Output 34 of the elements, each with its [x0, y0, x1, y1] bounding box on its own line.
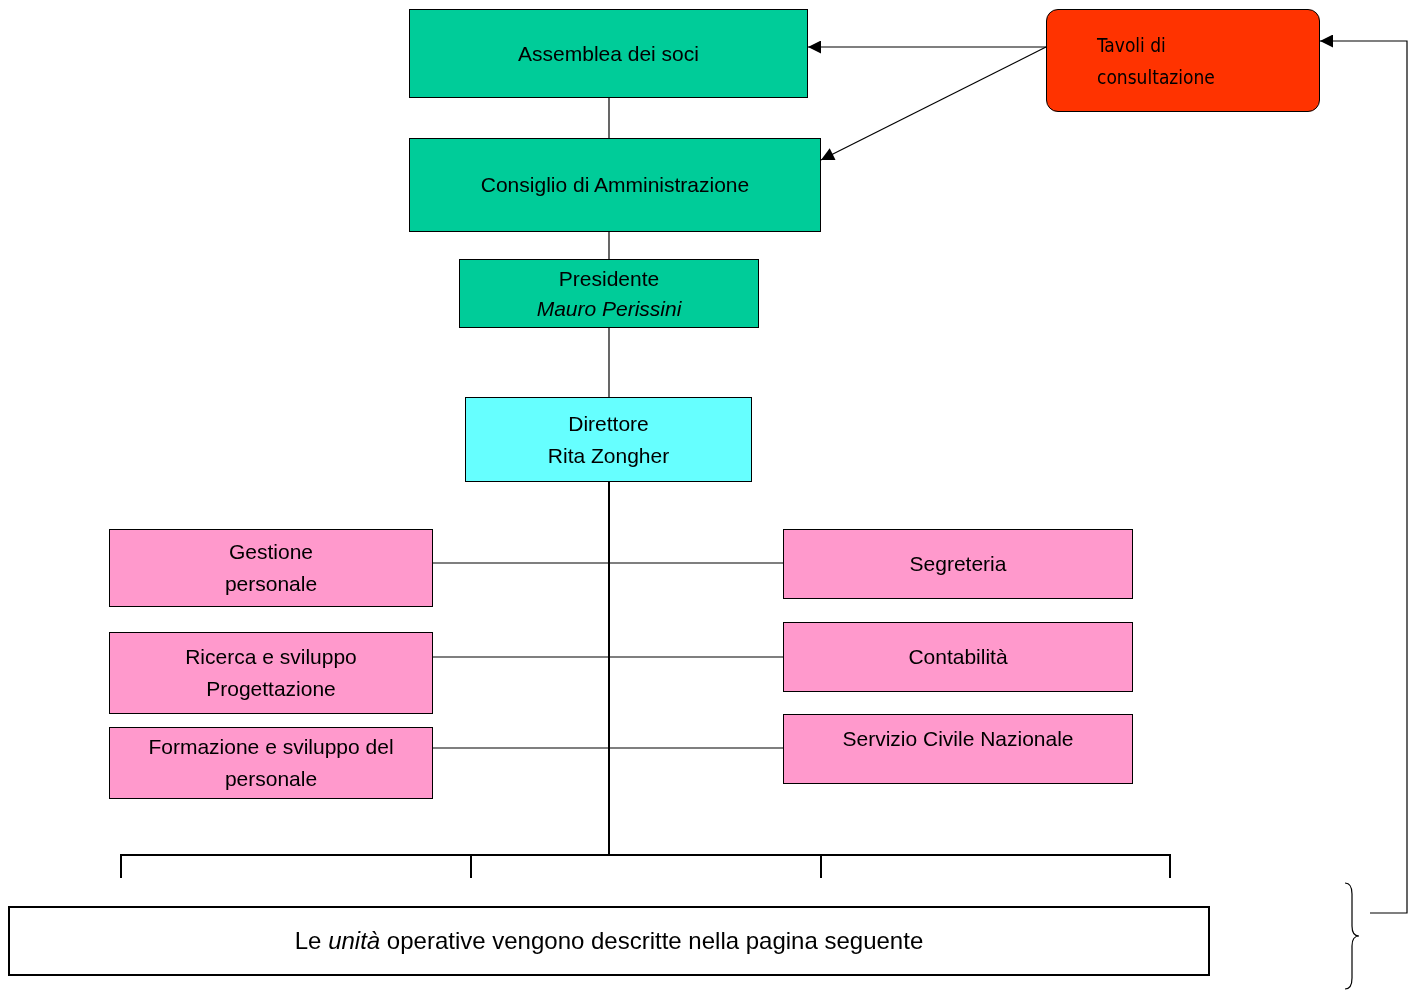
box-title: Servizio Civile Nazionale [842, 726, 1074, 752]
org-box [109, 727, 433, 799]
arrow [807, 40, 1047, 54]
box-subtitle: Rita Zongher [547, 442, 670, 469]
connector-line [608, 327, 610, 398]
arrow [1319, 34, 1408, 914]
box-title: Presidente [558, 265, 660, 292]
box-title: Ricerca e sviluppo [185, 644, 357, 670]
box-title: Tavoli di consultazione [1097, 32, 1216, 90]
connector-line [608, 97, 610, 139]
org-box [409, 138, 821, 232]
org-box [109, 632, 433, 714]
note-box [8, 906, 1210, 976]
org-box [459, 259, 759, 328]
box-title: Segreteria [909, 551, 1007, 577]
org-box [1046, 9, 1320, 112]
box-title: Direttore [568, 410, 649, 437]
connector-line [608, 231, 610, 260]
box-title: Assemblea dei soci [518, 40, 699, 67]
arrow [820, 46, 1047, 161]
org-box [783, 622, 1133, 692]
box-title: Contabilità [908, 644, 1008, 670]
note-text: Le unità operative vengono descritte nella pagina seguente [294, 926, 924, 956]
box-title: Gestione personale [223, 539, 319, 597]
box-title: Consiglio di Amministrazione [480, 172, 750, 198]
curly-brace [1343, 882, 1361, 990]
box-title: Formazione e sviluppo del personale [147, 734, 395, 792]
org-box [109, 529, 433, 607]
box-subtitle: Mauro Perissini [536, 295, 682, 322]
org-box [783, 529, 1133, 599]
org-box [783, 714, 1133, 784]
org-box [409, 9, 808, 98]
org-box [465, 397, 752, 482]
box-subtitle: Progettazione [206, 676, 336, 702]
